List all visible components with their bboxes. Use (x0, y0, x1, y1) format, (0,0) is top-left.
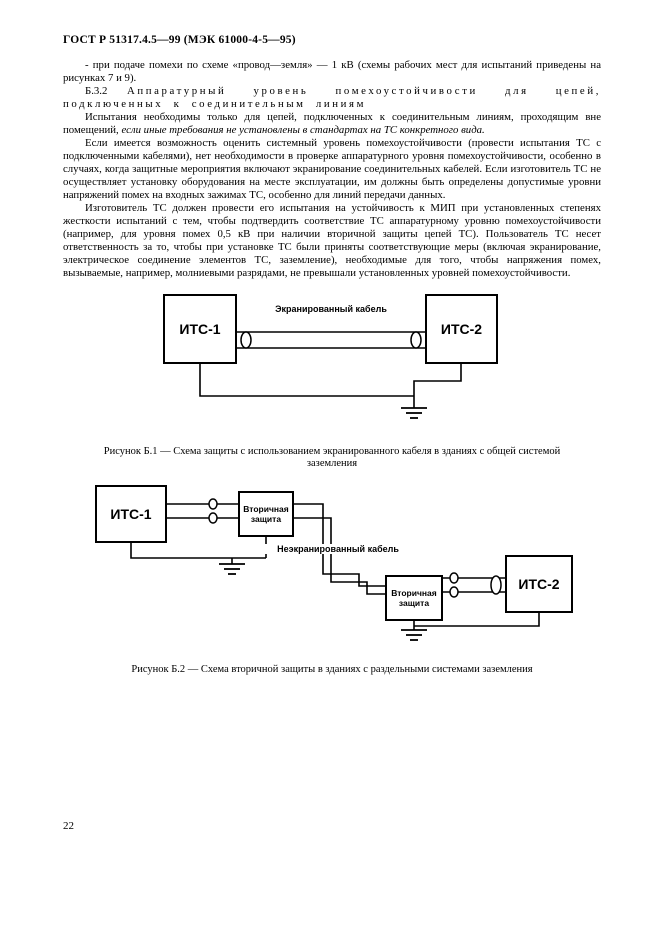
ground-wire-its2 (413, 364, 462, 408)
ground-symbol (401, 407, 427, 419)
figure-b1-drawing (199, 331, 462, 419)
heading-b32: Б.3.2 Аппаратурный уровень помехоустойчи… (63, 85, 601, 111)
protection-box-1: Вторичная защита (238, 491, 294, 537)
heading-text: Аппаратурный уровень помехоустойчивости … (63, 85, 601, 110)
paragraph-surge-level: - при подаче помехи по схеме «провод—зем… (63, 59, 601, 84)
connector-left-bottom (208, 512, 218, 524)
document-header: ГОСТ Р 51317.4.5—99 (МЭК 61000-4-5—95) (63, 34, 296, 46)
cable-connector-left (240, 331, 252, 349)
unshielded-cable-line-bottom (294, 517, 385, 595)
ground-wire-its1 (199, 364, 414, 397)
figure-b1: ИТС-1 ИТС-2 Экранированный кабель (63, 288, 601, 438)
connector-right-top (449, 572, 459, 584)
protection-box-2: Вторичная защита (385, 575, 443, 621)
shielded-cable-label: Экранированный кабель (237, 304, 425, 314)
heading-number: Б.3.2 (85, 85, 108, 97)
cable-connector-right (410, 331, 422, 349)
figure-b2-caption: Рисунок Б.2 — Схема вторичной защиты в з… (131, 664, 533, 675)
ground-wire-its2 (414, 613, 540, 627)
connector-left-top (208, 498, 218, 510)
paragraph-connection-lines-italic: если иные требования не установлены в ст… (121, 124, 485, 136)
page-number: 22 (63, 820, 74, 832)
ground-symbol-right (401, 629, 427, 641)
paragraph-connection-lines-normal: Испытания необходимы только для цепей, п… (63, 111, 601, 136)
device-box-its1: ИТС-1 (163, 294, 237, 364)
figure-b2-drawing (130, 498, 540, 641)
unshielded-cable-label: Неэкранированный кабель (263, 544, 413, 554)
cable-connector-its2 (490, 575, 502, 595)
figure-b2: ИТС-1 Вторичная защита Вторичная защита … (63, 478, 601, 650)
device-box-its1: ИТС-1 (95, 485, 167, 543)
ground-symbol-left (219, 563, 245, 575)
device-box-its2: ИТС-2 (505, 555, 573, 613)
connector-right-bottom (449, 586, 459, 598)
paragraph-manufacturer: Изготовитель ТС должен провести его испы… (63, 202, 601, 279)
paragraph-connection-lines: Испытания необходимы только для цепей, п… (63, 111, 601, 137)
figure-b1-caption: Рисунок Б.1 — Схема защиты с использован… (103, 446, 561, 469)
device-box-its2: ИТС-2 (425, 294, 498, 364)
ground-wire-its1 (130, 543, 266, 559)
paragraph-system-level: Если имеется возможность оценить системн… (63, 137, 601, 201)
unshielded-cable-line-top (294, 503, 385, 587)
